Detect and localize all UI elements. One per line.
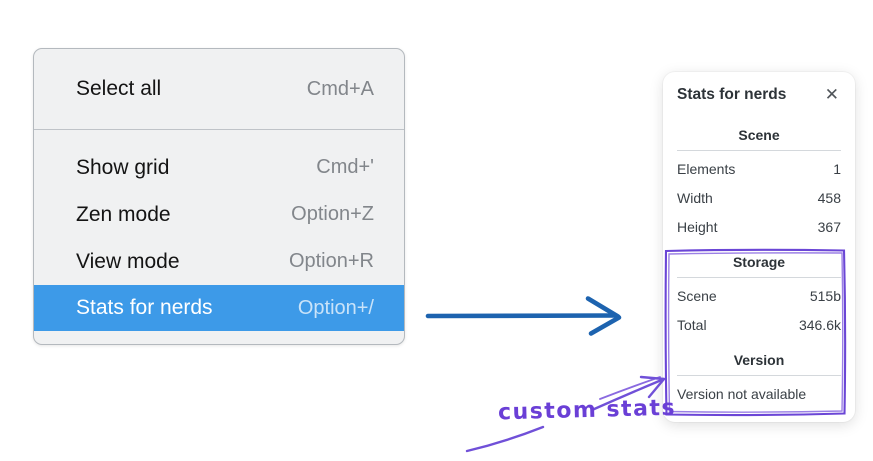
- stat-value: 367: [817, 219, 841, 235]
- menu-divider: [34, 129, 404, 130]
- close-icon[interactable]: ✕: [824, 84, 839, 105]
- menu-item-label: Select all: [76, 77, 162, 100]
- stat-value: 346.6k: [798, 317, 841, 333]
- menu-item-label: Stats for nerds: [76, 296, 213, 319]
- menu-item-label: View mode: [76, 249, 180, 273]
- section-heading-version: Version: [733, 352, 785, 368]
- stat-label: Scene: [677, 288, 717, 304]
- menu-item-shortcut: Option+/: [297, 296, 374, 319]
- stat-row-total-storage: Total 346.6k: [677, 316, 841, 335]
- stat-row-scene-storage: Scene 515b: [677, 287, 841, 306]
- stats-panel-header: Stats for nerds ✕: [677, 86, 841, 104]
- menu-item-shortcut: Cmd+': [316, 156, 374, 178]
- section-heading-storage: Storage: [732, 254, 786, 270]
- stats-panel-title: Stats for nerds: [677, 86, 787, 103]
- context-menu: Select all Cmd+A Show grid Cmd+' Zen mod…: [33, 48, 405, 345]
- menu-item-label: Show grid: [76, 155, 170, 179]
- annotation-text-custom-stats: custom stats: [497, 395, 677, 426]
- stat-row-width: Width 458: [677, 189, 841, 208]
- stat-label: Width: [677, 190, 713, 206]
- stat-value: 515b: [809, 288, 841, 304]
- section-rule: [677, 375, 841, 376]
- stat-label: Elements: [677, 161, 736, 177]
- stat-value: 458: [817, 190, 841, 206]
- menu-item-shortcut: Option+Z: [291, 203, 374, 225]
- menu-item-label: Zen mode: [76, 202, 171, 226]
- stat-label: Total: [677, 317, 707, 333]
- stat-label: Height: [677, 219, 718, 235]
- menu-item-show-grid[interactable]: Show grid Cmd+': [34, 144, 404, 191]
- menu-item-stats-for-nerds[interactable]: Stats for nerds Option+/: [34, 285, 404, 331]
- stat-row-elements: Elements 1: [677, 160, 841, 179]
- section-heading-scene: Scene: [738, 127, 780, 143]
- menu-item-view-mode[interactable]: View mode Option+R: [34, 238, 404, 285]
- menu-item-select-all[interactable]: Select all Cmd+A: [34, 49, 404, 129]
- menu-group: Show grid Cmd+' Zen mode Option+Z View m…: [34, 130, 404, 331]
- right-arrow-connector: [425, 296, 622, 336]
- section-rule: [677, 277, 841, 278]
- menu-item-zen-mode[interactable]: Zen mode Option+Z: [34, 191, 404, 238]
- section-rule: [677, 150, 841, 151]
- version-status-text: Version not available: [677, 386, 807, 402]
- stat-row-height: Height 367: [677, 218, 841, 237]
- stats-for-nerds-panel: Stats for nerds ✕ Scene Elements 1 Width…: [663, 72, 855, 422]
- menu-item-shortcut: Option+R: [288, 250, 374, 272]
- menu-item-shortcut: Cmd+A: [306, 77, 374, 100]
- stat-value: 1: [833, 161, 841, 177]
